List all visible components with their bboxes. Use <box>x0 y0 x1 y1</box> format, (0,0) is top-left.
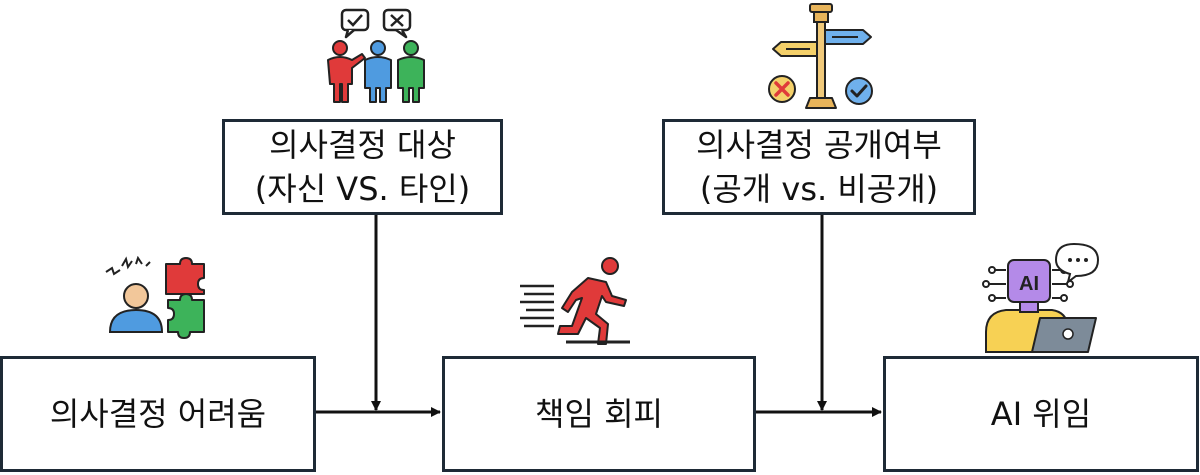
box-decision-target-line1: 의사결정 대상 <box>269 126 456 164</box>
box-decision-difficulty: 의사결정 어려움 <box>0 356 316 472</box>
confused-person-puzzle-icon <box>102 256 210 342</box>
box-responsibility-avoidance-label: 책임 회피 <box>535 395 663 433</box>
running-person-icon <box>518 254 638 346</box>
signpost-choice-icon <box>762 2 882 114</box>
box-decision-disclosure-line1: 의사결정 공개여부 <box>696 126 942 164</box>
box-decision-difficulty-label: 의사결정 어려움 <box>49 395 267 433</box>
box-responsibility-avoidance: 책임 회피 <box>442 356 756 472</box>
people-discussion-icon <box>318 8 433 104</box>
ai-badge-label: AI <box>1019 273 1039 295</box>
box-ai-delegation-label: AI 위임 <box>990 395 1092 433</box>
box-decision-target-line2: (자신 VS. 타인) <box>254 170 471 208</box>
box-decision-disclosure-line2: (공개 vs. 비공개) <box>699 170 939 208</box>
box-decision-disclosure: 의사결정 공개여부 (공개 vs. 비공개) <box>662 119 976 215</box>
box-decision-target: 의사결정 대상 (자신 VS. 타인) <box>222 119 503 215</box>
ai-assistant-laptop-icon: AI <box>980 240 1104 356</box>
box-ai-delegation: AI 위임 <box>883 356 1199 472</box>
